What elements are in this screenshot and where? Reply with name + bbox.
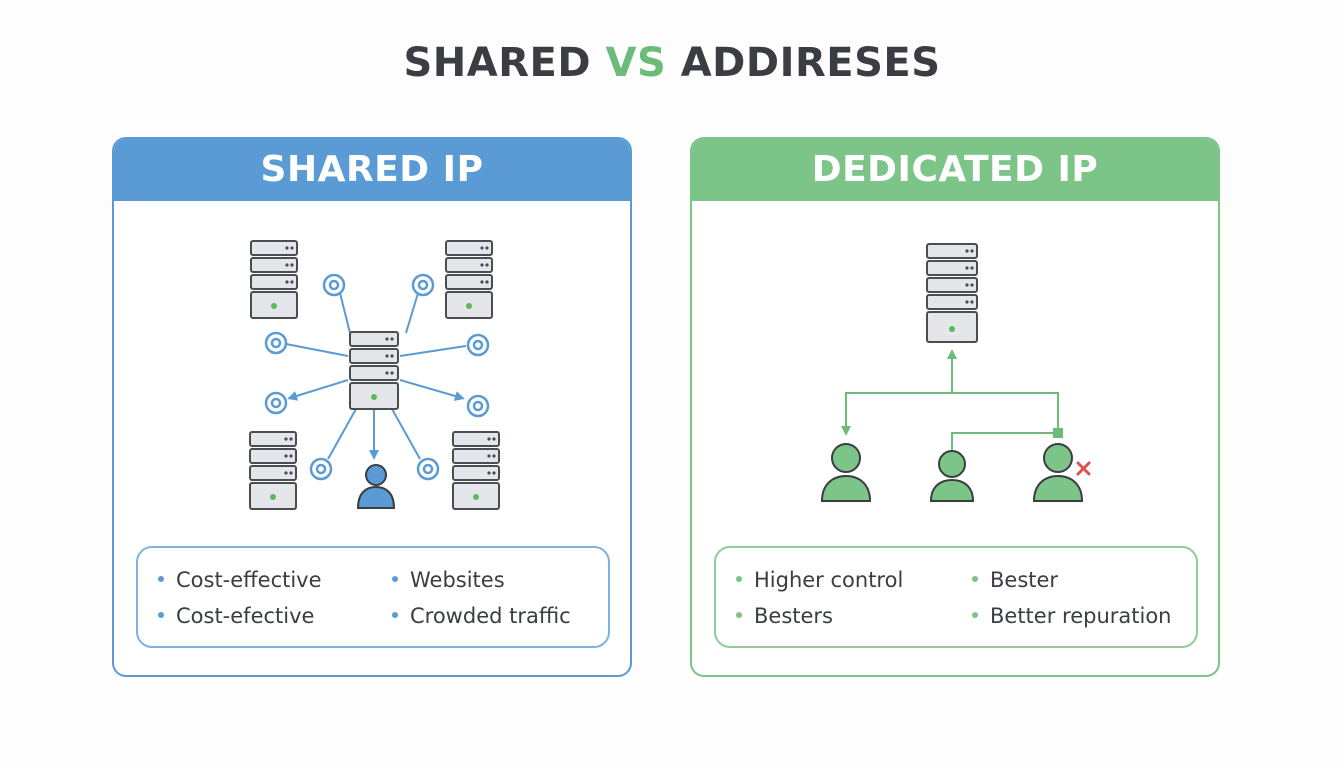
ip-node-icon	[309, 457, 333, 481]
shared-feature-item: Cost-efective	[158, 604, 314, 628]
central-server-icon	[349, 331, 399, 410]
server-rack-icon	[452, 431, 500, 510]
ip-node-icon	[466, 394, 490, 418]
ip-nodes	[264, 273, 490, 481]
bullet-dot	[972, 576, 978, 582]
ip-node-icon	[264, 331, 288, 355]
bullet-dot	[736, 576, 742, 582]
title-shared: SHARED	[403, 40, 592, 86]
arrow-node-low-right	[399, 379, 465, 401]
bullet-dot	[972, 612, 978, 618]
link-node-bottom-left	[327, 408, 357, 460]
ip-node-icon	[466, 333, 490, 357]
dedicated-features-box: Higher control Bester Besters Better rep…	[714, 546, 1198, 648]
dedicated-feature-item: Higher control	[736, 568, 903, 592]
user-icon	[929, 450, 975, 502]
dedicated-feature-item: Besters	[736, 604, 833, 628]
shared-feature-item: Crowded traffic	[392, 604, 571, 628]
shared-features-box: Cost-effective Websites Cost-efective Cr…	[136, 546, 610, 648]
link-node-mid-right	[399, 345, 467, 357]
link-node-top-right	[405, 292, 419, 334]
ip-node-icon	[264, 391, 288, 415]
junction-square	[1053, 428, 1063, 438]
server-rack-icon	[445, 240, 493, 319]
server-rack-icon	[249, 431, 297, 510]
shared-ip-panel: SHARED IP	[112, 137, 632, 677]
dedicated-ip-header: DEDICATED IP	[692, 139, 1218, 201]
shared-ip-diagram	[249, 240, 500, 510]
arrow-node-low-left	[287, 379, 349, 401]
ip-node-icon	[411, 273, 435, 297]
dedicated-server-icon	[926, 243, 978, 343]
dedicated-feature-item: Better repuration	[972, 604, 1171, 628]
ip-node-icon	[416, 457, 440, 481]
shared-feature-item: Cost-effective	[158, 568, 322, 592]
dedicated-feature-item: Bester	[972, 568, 1058, 592]
dedicated-ip-diagram	[820, 243, 1091, 502]
dedicated-connection-lines	[841, 349, 1059, 451]
bullet-dot	[736, 612, 742, 618]
blocked-user-icon	[1032, 443, 1084, 502]
user-icon	[820, 443, 872, 502]
bullet-dot	[158, 576, 164, 582]
error-x-icon	[1076, 461, 1091, 476]
link-node-top-left	[339, 292, 351, 334]
shared-feature-item: Websites	[392, 568, 505, 592]
bullet-dot	[158, 612, 164, 618]
ip-node-icon	[322, 273, 346, 297]
route-middle-user	[951, 432, 1058, 451]
link-node-bottom-right	[391, 408, 421, 460]
title-vs: VS	[605, 40, 667, 86]
shared-ip-header: SHARED IP	[114, 139, 630, 201]
page-title: SHARED VS ADDIRESES	[0, 40, 1344, 86]
title-addresses: ADDIRESES	[680, 40, 941, 86]
server-rack-icon	[250, 240, 298, 319]
bullet-dot	[392, 576, 398, 582]
bullet-dot	[392, 612, 398, 618]
route-to-left-user	[841, 392, 1059, 436]
link-node-mid-left	[285, 343, 349, 357]
shared-connection-lines	[285, 292, 467, 460]
user-icon	[356, 464, 396, 509]
dedicated-ip-panel: DEDICATED IP	[690, 137, 1220, 677]
